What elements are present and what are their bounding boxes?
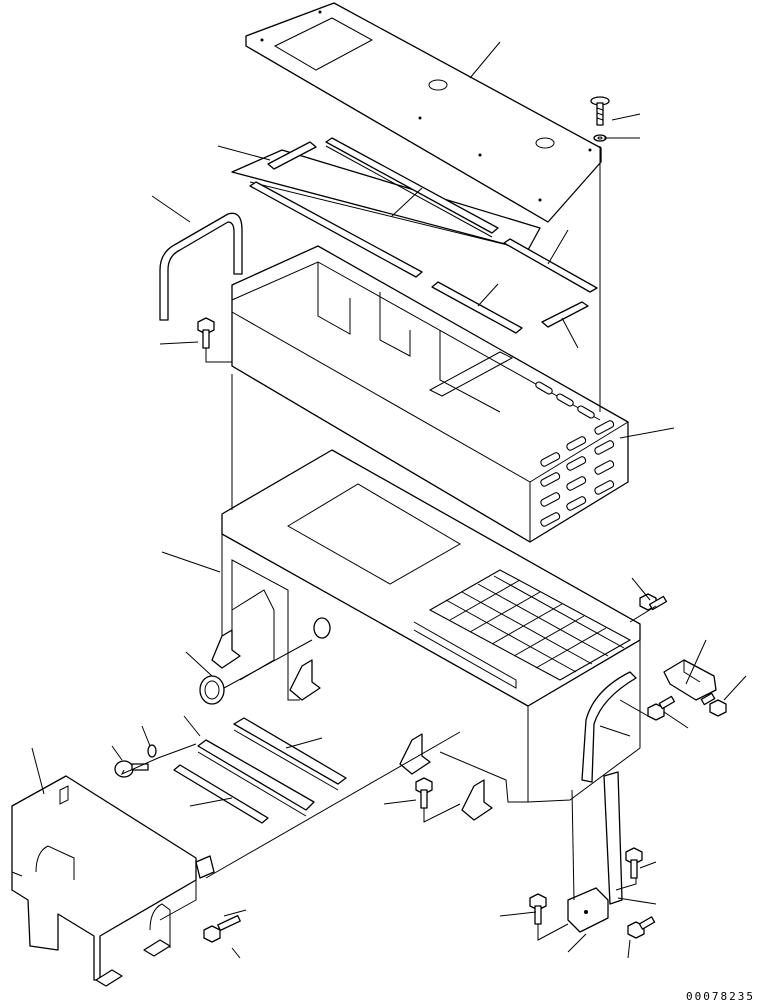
gasket-sheet [231, 149, 541, 251]
washer-front-left [147, 744, 157, 758]
side-stay [567, 671, 637, 933]
bolt-stay-upper [625, 847, 643, 879]
louver-slots [535, 381, 615, 527]
lower-support-frame [211, 449, 641, 821]
seal-strip-upper [267, 141, 317, 170]
mesh-grille [428, 569, 632, 681]
bolt-center [415, 777, 433, 809]
bolt-frame-left [197, 317, 215, 349]
bolt-bracket-right [700, 692, 727, 717]
front-cover [11, 775, 215, 987]
drawing-number: 00078235 [686, 990, 755, 1003]
seal-strip-lower-long [249, 181, 423, 278]
seal-strip-short [541, 301, 589, 328]
seal-strip-long [325, 137, 499, 238]
seal-strip-front-c [173, 764, 269, 824]
bolt-top-right [590, 96, 610, 126]
callout-leaders [31, 41, 747, 959]
bolt-stay-lower [627, 916, 656, 939]
seal-strip-front-b [233, 717, 347, 791]
bolt-bottom-center [529, 893, 547, 925]
bolt-front-left [114, 760, 149, 778]
washer-top-right [593, 134, 607, 142]
assembly-lines [120, 146, 657, 941]
bolt-frame-right [639, 593, 668, 611]
seal-strip-front-a [197, 739, 315, 817]
bracket [663, 659, 717, 701]
grille-frame-box [231, 245, 629, 543]
seal-strip-right [503, 238, 598, 293]
bolt-front-cover [203, 914, 241, 943]
bolt-bracket-left [647, 695, 676, 721]
handle-bar [159, 212, 243, 321]
seal-strip-lower [431, 281, 523, 334]
cap-plug [199, 617, 331, 705]
top-cover-plate [245, 2, 602, 223]
bolts [114, 96, 727, 943]
